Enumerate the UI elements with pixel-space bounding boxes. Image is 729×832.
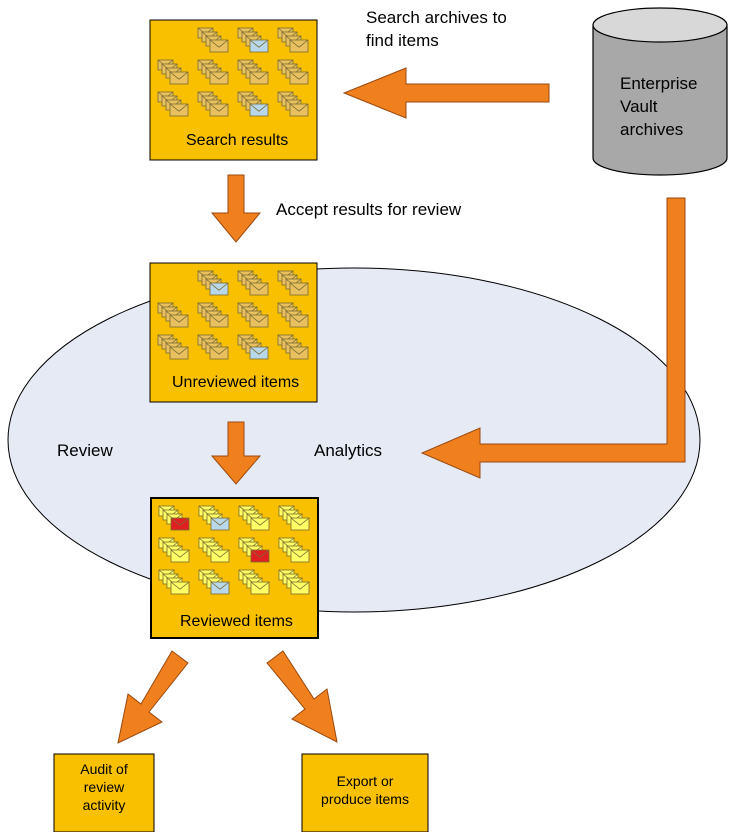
- review-label: Review: [57, 441, 113, 460]
- search-results-label: Search results: [186, 132, 289, 149]
- audit-label-line2: review: [83, 779, 125, 795]
- envelope-stack-icon: [237, 27, 269, 53]
- arrow-reviewed-to-audit: [117, 650, 189, 744]
- arrow-unreviewed-to-reviewed: [210, 421, 262, 485]
- envelope-stack-icon: [277, 302, 309, 328]
- audit-box: [53, 753, 155, 832]
- arrow-archives-to-analytics: [420, 197, 686, 479]
- envelope-stack-icon: [278, 505, 310, 531]
- envelope-stack-icon: [197, 302, 229, 328]
- envelope-stack-icon: [157, 59, 189, 85]
- search-results-envelopes: [157, 27, 309, 117]
- envelope-stack-icon: [277, 59, 309, 85]
- envelope-stack-icon: [197, 27, 229, 53]
- envelope-stack-icon: [238, 537, 270, 563]
- cylinder-label-line1: Enterprise: [620, 74, 698, 93]
- envelope-stack-icon: [277, 91, 309, 117]
- envelope-stack-icon: [157, 91, 189, 117]
- search-archives-label-line1: Search archives to: [366, 8, 507, 27]
- envelope-stack-icon: [157, 302, 189, 328]
- envelope-stack-icon: [237, 270, 269, 296]
- envelope-stack-icon: [198, 569, 230, 595]
- envelope-stack-icon: [278, 537, 310, 563]
- arrow-reviewed-to-export: [266, 650, 338, 743]
- envelope-stack-icon: [198, 537, 230, 563]
- enterprise-vault-cylinder: [592, 7, 728, 176]
- search-archives-label-line2: find items: [366, 31, 439, 50]
- envelope-stack-icon: [278, 569, 310, 595]
- envelope-stack-icon: [237, 59, 269, 85]
- envelope-stack-icon: [158, 537, 190, 563]
- cylinder-label-line2: Vault: [620, 97, 658, 116]
- envelope-stack-icon: [237, 302, 269, 328]
- envelope-stack-icon: [197, 59, 229, 85]
- audit-label-line1: Audit of: [80, 761, 128, 777]
- envelope-stack-icon: [158, 505, 190, 531]
- arrow-search-to-unreviewed: [210, 174, 262, 243]
- audit-label-line3: activity: [82, 797, 126, 813]
- envelope-stack-icon: [157, 334, 189, 360]
- arrow-archives-to-search: [342, 67, 550, 119]
- analytics-label: Analytics: [314, 441, 383, 460]
- envelope-stack-icon: [238, 569, 270, 595]
- unreviewed-items-label: Unreviewed items: [172, 374, 300, 391]
- envelope-stack-icon: [198, 505, 230, 531]
- envelope-stack-icon: [277, 270, 309, 296]
- cylinder-label-line3: archives: [620, 120, 684, 139]
- envelope-stack-icon: [197, 270, 229, 296]
- export-label-line1: Export or: [336, 773, 394, 789]
- envelope-stack-icon: [237, 91, 269, 117]
- reviewed-items-label: Reviewed items: [180, 613, 293, 630]
- envelope-stack-icon: [277, 334, 309, 360]
- envelope-stack-icon: [197, 334, 229, 360]
- reviewed-items-envelopes: [158, 505, 310, 595]
- envelope-stack-icon: [197, 91, 229, 117]
- envelope-stack-icon: [238, 505, 270, 531]
- export-box: [301, 753, 429, 832]
- unreviewed-items-envelopes: [157, 270, 309, 360]
- accept-results-label: Accept results for review: [276, 200, 462, 219]
- envelope-stack-icon: [158, 569, 190, 595]
- export-label-line2: produce items: [321, 791, 409, 807]
- envelope-stack-icon: [277, 27, 309, 53]
- envelope-stack-icon: [237, 334, 269, 360]
